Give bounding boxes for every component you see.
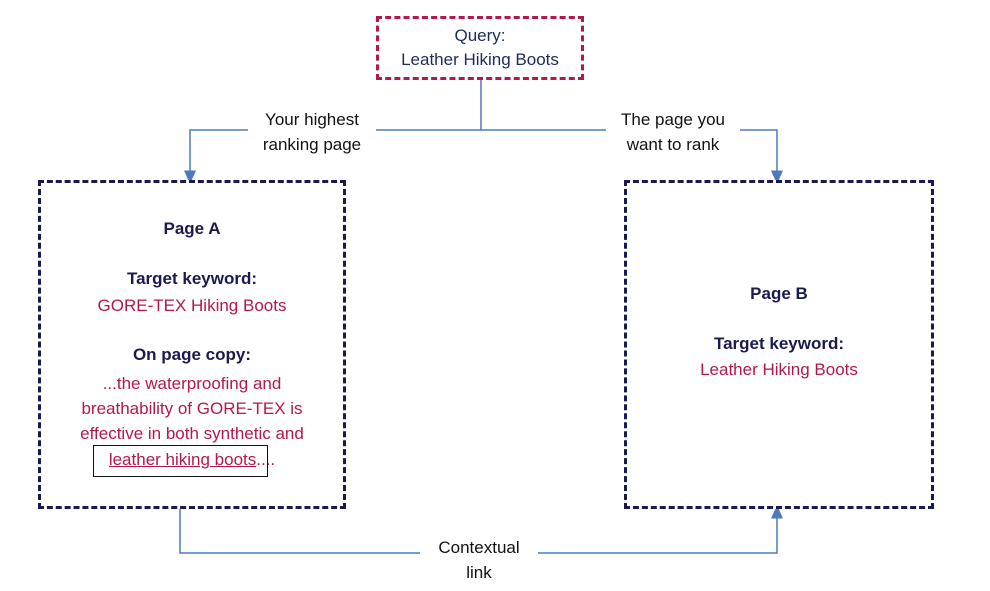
page-a-copy-line3: effective in both synthetic and: [80, 424, 304, 443]
contextual-link-label-line1: Contextual: [438, 538, 520, 557]
copy-suffix: ....: [256, 450, 276, 469]
contextual-link-label-line2: link: [466, 563, 492, 582]
page-a-copy-line4: leather hiking boots....: [38, 447, 346, 472]
page-b-box: [624, 180, 934, 509]
right-arrow-label: The page you want to rank: [606, 107, 740, 157]
right-branch-arrow: [481, 129, 783, 184]
page-a-copy-label: On page copy:: [132, 345, 252, 364]
page-a-target-value: GORE-TEX Hiking Boots: [97, 296, 287, 315]
page-a-title: Page A: [163, 219, 221, 238]
left-arrow-label-line2: ranking page: [262, 135, 362, 154]
page-a-copy-line1: ...the waterproofing and: [102, 374, 282, 393]
contextual-link-label: Contextual link: [420, 535, 538, 585]
right-arrow-label-line1: The page you: [621, 110, 725, 129]
page-a-target-label: Target keyword:: [126, 269, 258, 288]
query-title: Query:: [454, 26, 506, 45]
left-arrow-label: Your highest ranking page: [248, 107, 376, 157]
left-branch-arrow: [184, 129, 481, 184]
page-a-copy-line2: breathability of GORE-TEX is: [81, 399, 303, 418]
query-keyword: Leather Hiking Boots: [401, 50, 559, 69]
contextual-anchor-link[interactable]: leather hiking boots: [108, 450, 257, 469]
page-b-target-label: Target keyword:: [713, 334, 845, 353]
page-a-box: [38, 180, 346, 509]
left-arrow-label-line1: Your highest: [265, 110, 359, 129]
right-arrow-label-line2: want to rank: [626, 135, 720, 154]
query-box: Query: Leather Hiking Boots: [376, 16, 584, 80]
anchor-highlight-box: [93, 445, 268, 477]
page-b-target-value: Leather Hiking Boots: [700, 360, 858, 379]
page-b-title: Page B: [750, 284, 808, 303]
